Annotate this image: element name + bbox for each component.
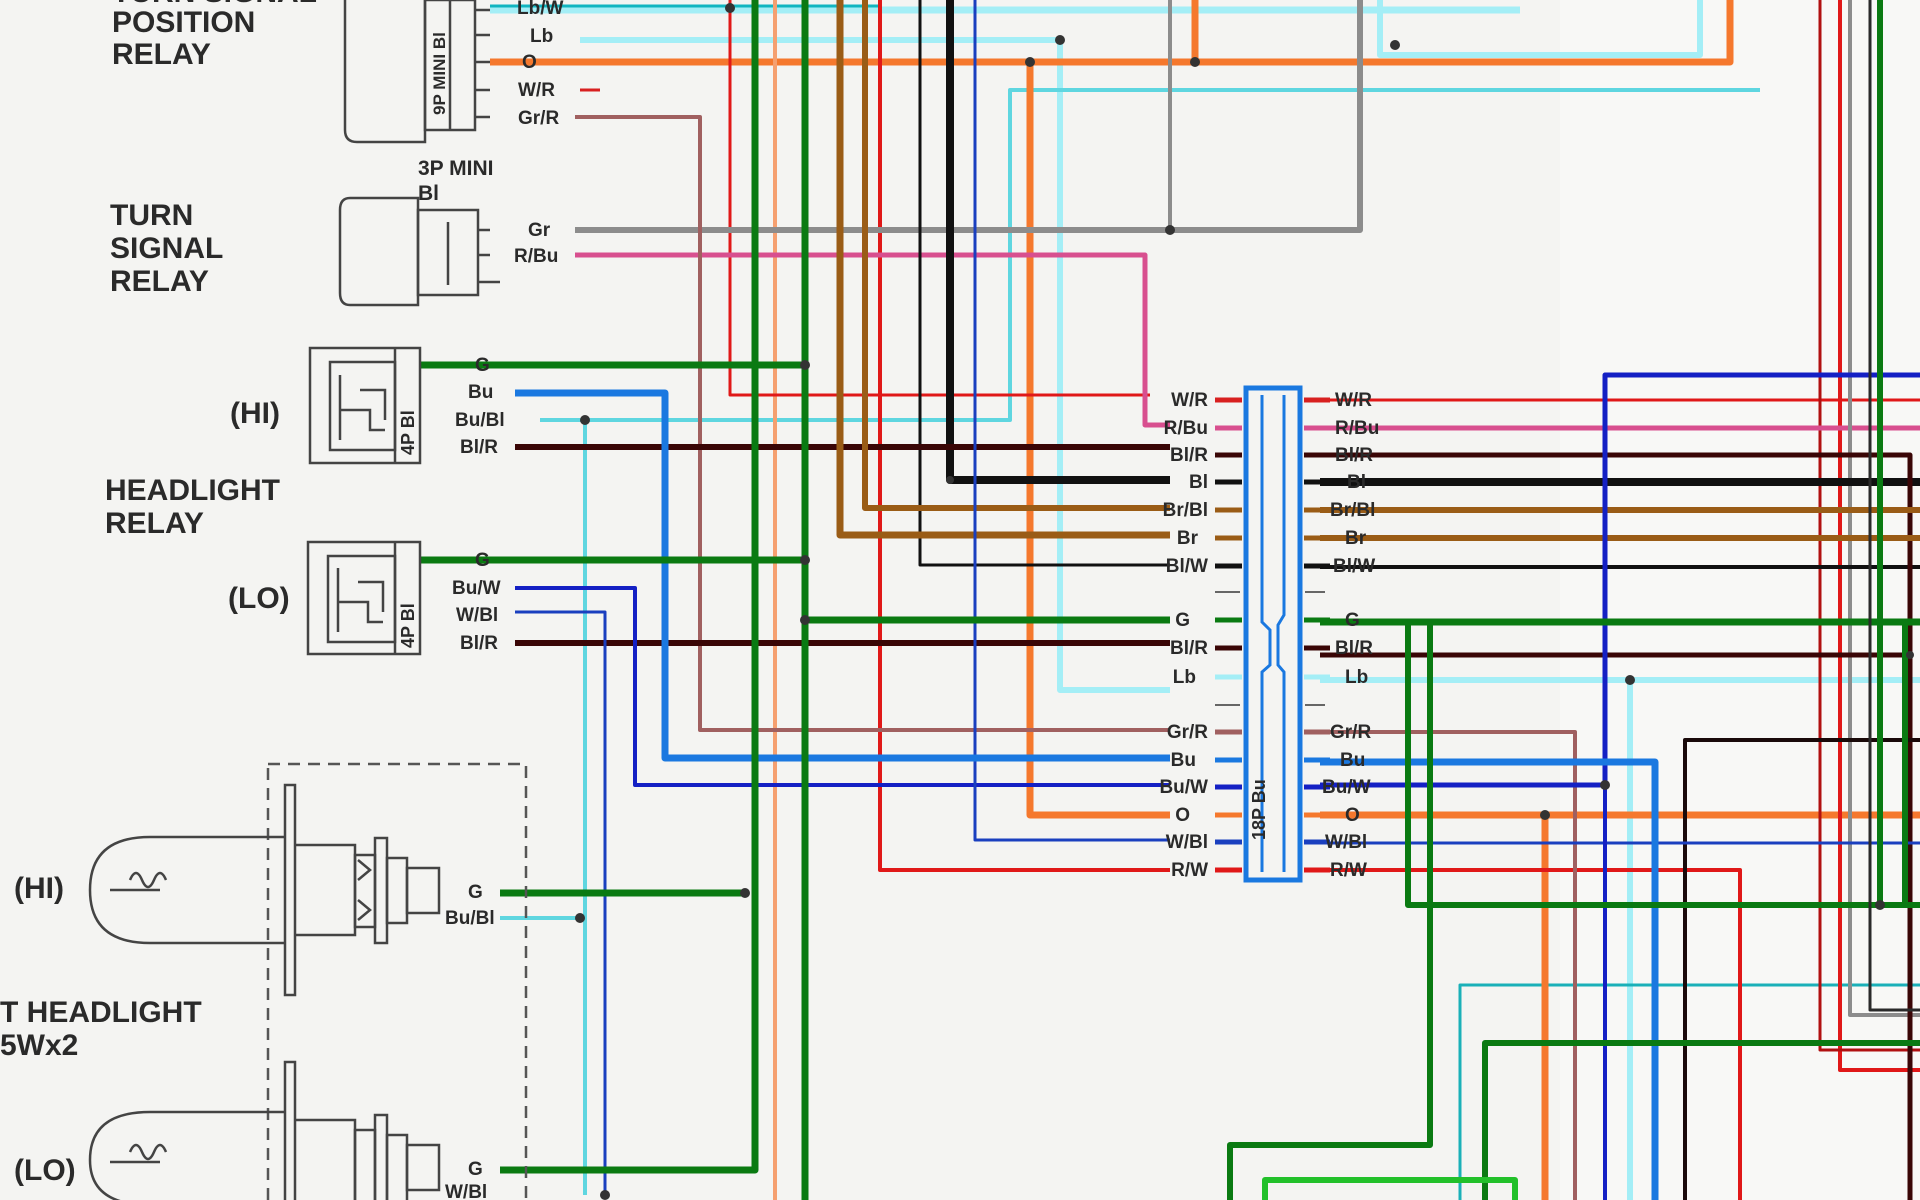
wire-labels: Lb/W Lb O W/R Gr/R Gr R/Bu G Bu Bu/Bl Bl…	[445, 0, 1379, 1200]
wire-label: W/Bl	[445, 1182, 487, 1200]
connector-left-label: Bu	[1171, 750, 1196, 771]
headlight-relay-lo	[306, 540, 422, 656]
relay-hi-label: (HI)	[230, 397, 280, 430]
connector-left-label: Br	[1177, 528, 1199, 549]
headlight-relay-title-1: HEADLIGHT	[105, 474, 280, 507]
wire-label: Bl/R	[460, 633, 498, 654]
wire-orange	[490, 0, 1734, 66]
relay-lo-label: (LO)	[228, 582, 290, 615]
wires	[420, 0, 1920, 1200]
component-titles: TURN SIGNAL POSITION RELAY 3P MINI Bl TU…	[0, 0, 493, 1187]
wire-label: Lb	[530, 26, 553, 47]
connector-left-label: Bl/R	[1170, 638, 1208, 659]
junction-dots	[575, 3, 1914, 1200]
connector-left-label: R/W	[1171, 860, 1208, 881]
wire-label: Bu/Bl	[445, 908, 495, 929]
connector-right-label: Gr/R	[1330, 722, 1371, 743]
connector-left-label: R/Bu	[1164, 418, 1208, 439]
headlight-title-1: T HEADLIGHT	[0, 996, 202, 1029]
wire-label: R/Bu	[514, 246, 558, 267]
tsp-relay-connector-label: 9P MINI Bl	[430, 32, 449, 115]
connector-right-label: W/Bl	[1325, 832, 1367, 853]
connector-right-label: R/W	[1330, 860, 1367, 881]
tsp-relay-title-1: TURN SIGNAL	[112, 0, 317, 9]
wire-gr-r	[575, 115, 1170, 732]
wire-label: W/R	[518, 80, 555, 101]
connector-left-label: Bl/R	[1170, 445, 1208, 466]
headlight-title-2: 5Wx2	[0, 1029, 78, 1062]
connector-right-label: Bu/W	[1322, 777, 1371, 798]
ts-relay-title-3: RELAY	[110, 265, 209, 298]
turn-signal-relay	[338, 196, 500, 307]
connector-left-label: Br/Bl	[1163, 500, 1208, 521]
relay-hi-connector-label: 4P Bl	[398, 410, 418, 455]
connector-left-label: Bl	[1189, 472, 1208, 493]
wire-label: Bl/R	[460, 437, 498, 458]
headlight-hi-label: (HI)	[14, 872, 64, 905]
ts-relay-title-2: SIGNAL	[110, 232, 223, 265]
connector-left-label: Gr/R	[1167, 722, 1208, 743]
wire-label: Bu/Bl	[455, 410, 505, 431]
connector-left-label: Bu/W	[1159, 777, 1208, 798]
main-connector-label: 18P Bu	[1249, 779, 1269, 840]
wire-bu-w	[515, 586, 1170, 787]
connector-left-label: Bl/W	[1166, 556, 1208, 577]
connector-left-label: W/Bl	[1166, 832, 1208, 853]
wire-label: Bu	[468, 382, 493, 403]
connector-right-label: W/R	[1335, 390, 1372, 411]
ts-relay-connector-2: Bl	[418, 182, 439, 205]
connector-right-label: G	[1345, 610, 1360, 631]
wire-label: O	[522, 52, 537, 73]
wire-label: Gr	[528, 220, 551, 241]
wire-label: G	[475, 355, 490, 376]
wire-label: Gr/R	[518, 108, 559, 129]
main-connector-18p	[1215, 385, 1325, 883]
wire-r-bu	[575, 252, 1170, 428]
wire-label: G	[468, 882, 483, 903]
connector-right-label: O	[1345, 805, 1360, 826]
connector-pins	[1215, 397, 1330, 873]
turn-signal-position-relay	[343, 0, 490, 144]
connector-left-label: Lb	[1173, 667, 1196, 688]
wire-label: W/Bl	[456, 605, 498, 626]
connector-left-label: W/R	[1171, 390, 1208, 411]
tsp-relay-title-2: POSITION	[112, 6, 255, 39]
headlight-lo-label: (LO)	[14, 1154, 76, 1187]
wire-brown	[836, 0, 1170, 539]
wire-label: Bu/W	[452, 578, 501, 599]
headlight-relay-title-2: RELAY	[105, 507, 204, 540]
relay-lo-connector-label: 4P Bl	[398, 603, 418, 648]
connector-right-label: Br/Bl	[1330, 500, 1375, 521]
ts-relay-connector-1: 3P MINI	[418, 157, 493, 180]
connector-right-label: Bl/R	[1335, 445, 1373, 466]
wire-label: G	[475, 550, 490, 571]
wire-label: Lb/W	[517, 0, 563, 19]
connector-right-label: Br	[1345, 528, 1367, 549]
connector-right-label: Lb	[1345, 667, 1368, 688]
connector-right-label: Bl	[1347, 472, 1366, 493]
tsp-relay-title-3: RELAY	[112, 38, 211, 71]
connector-left-label: O	[1175, 805, 1190, 826]
connector-right-label: Bl/R	[1335, 638, 1373, 659]
connector-left-label: G	[1175, 610, 1190, 631]
headlight-relay-hi	[308, 346, 422, 465]
connector-right-label: Bu	[1340, 750, 1365, 771]
headlight-assembly	[88, 762, 528, 1200]
wire-label: G	[468, 1159, 483, 1180]
ts-relay-title-1: TURN	[110, 199, 193, 232]
connector-right-label: Bl/W	[1333, 556, 1375, 577]
connector-right-label: R/Bu	[1335, 418, 1379, 439]
wire-bu	[515, 389, 1170, 762]
